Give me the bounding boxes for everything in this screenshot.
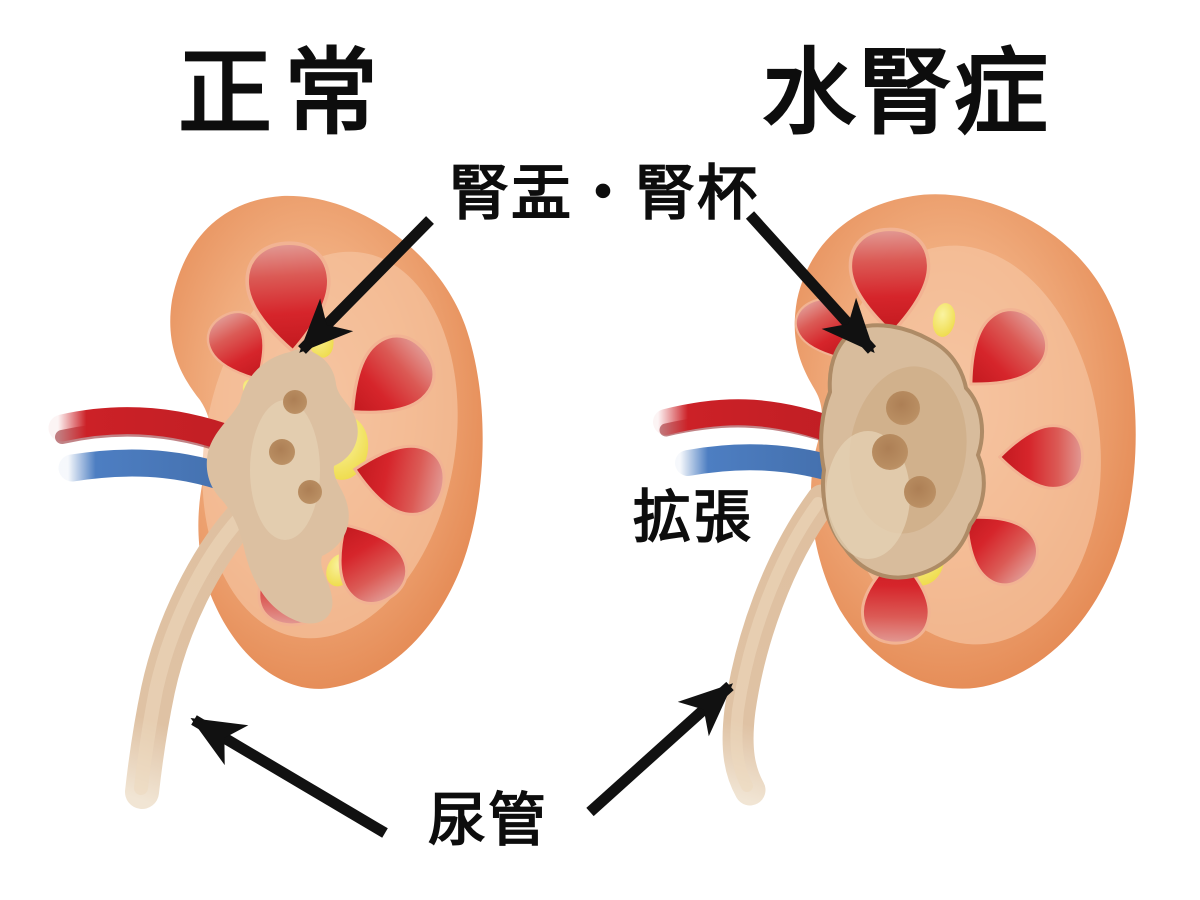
label-renal-pelvis-calyces: 腎盂・腎杯: [449, 160, 759, 227]
ureter-highlight: [730, 497, 824, 792]
renal-artery: [653, 399, 851, 445]
arrow-pelvis-normal: [298, 216, 434, 354]
calyx-openings: [269, 390, 322, 504]
arrow-ureter-left: [190, 715, 388, 838]
dilated-calyx-openings: [872, 391, 936, 508]
label-ureter: 尿管: [428, 788, 549, 853]
pelvis-light-center: [250, 400, 320, 540]
title-hydronephrosis: 水腎症: [762, 40, 1051, 145]
hydronephrosis-kidney-illustration: [653, 194, 1136, 806]
arrow-pelvis-dilated: [745, 211, 877, 354]
ureter-highlight: [134, 511, 247, 795]
label-dilation: 拡張: [633, 485, 754, 550]
ureter-tube-normal: [125, 498, 261, 809]
normal-kidney-illustration: [48, 195, 483, 809]
title-normal-kidney: 正常: [178, 40, 391, 145]
annotation-arrows: [190, 211, 877, 838]
arrow-ureter-right: [586, 681, 734, 817]
